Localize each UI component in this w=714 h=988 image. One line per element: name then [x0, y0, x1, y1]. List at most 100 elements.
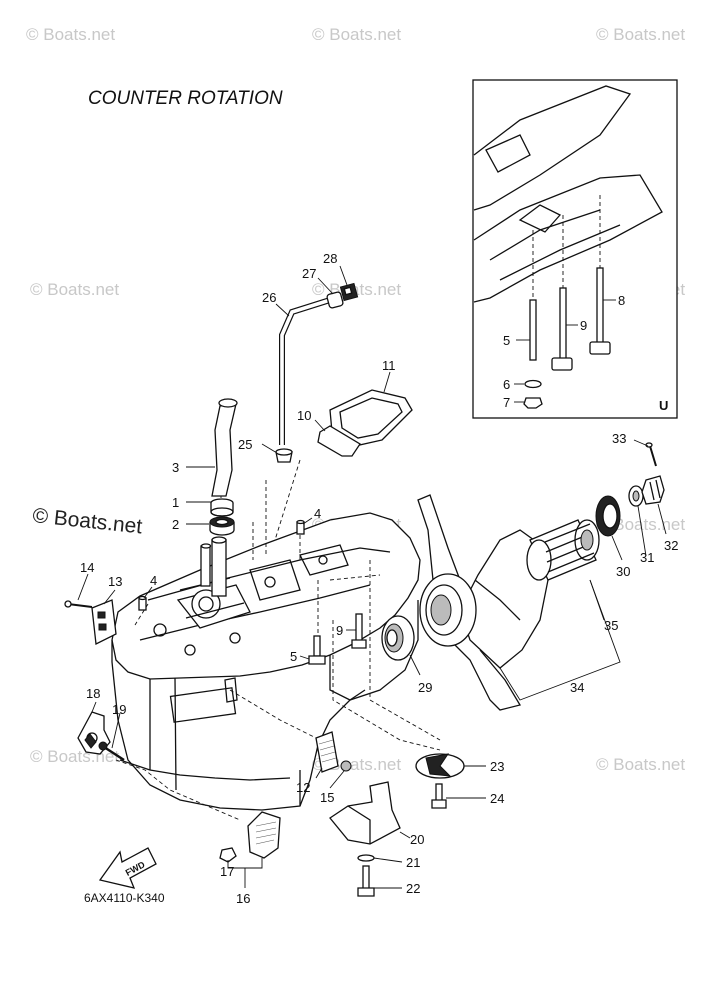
- deck-pocket-2: [299, 544, 349, 576]
- callout-17[interactable]: 17: [220, 864, 234, 879]
- part-28-cap: [339, 282, 359, 302]
- callout-11[interactable]: 11: [382, 358, 396, 373]
- callout-10[interactable]: 10: [297, 408, 311, 423]
- part-30-spacer: [595, 495, 621, 537]
- part-23-anti-cavitation-plate: [415, 753, 465, 779]
- deck-hole-3: [153, 623, 167, 637]
- callout-5[interactable]: 5: [503, 333, 510, 348]
- housing-deck: [111, 512, 421, 680]
- propeller-blade-edge: [474, 579, 521, 621]
- drive-shaft: [211, 539, 227, 597]
- inset-stud-9-head: [551, 357, 573, 371]
- inset-nut-7: [523, 397, 543, 409]
- callouts: 3 1 2 4 4 14 13 5 9 25 26 27 28 11 10 18…: [80, 251, 678, 906]
- callout-20[interactable]: 20: [410, 832, 424, 847]
- diagram-title: COUNTER ROTATION: [88, 88, 283, 109]
- callout-35[interactable]: 35: [604, 618, 618, 633]
- watermark: © Boats.net: [30, 747, 119, 766]
- guide-10: [274, 459, 301, 541]
- callout-32[interactable]: 32: [664, 538, 678, 553]
- part-29-thrust-washer: [381, 615, 415, 661]
- inset-stud-9: [559, 287, 567, 361]
- inset-marker: U: [659, 398, 668, 413]
- callout-33[interactable]: 33: [612, 431, 626, 446]
- callout-14[interactable]: 14: [80, 560, 94, 575]
- inset-frame: [472, 79, 678, 419]
- lower-unit-housing: [111, 512, 421, 811]
- guide-23: [332, 620, 441, 751]
- callout-8[interactable]: 8: [618, 293, 625, 308]
- part-3-water-tube: [211, 398, 238, 497]
- callout-18[interactable]: 18: [86, 686, 100, 701]
- guide-12: [229, 689, 321, 741]
- deck-hole-5: [229, 632, 241, 644]
- callout-28[interactable]: 28: [323, 251, 337, 266]
- callout-27[interactable]: 27: [302, 266, 316, 281]
- callout-25[interactable]: 25: [238, 437, 252, 452]
- shift-rod-top: [200, 543, 212, 549]
- inset-detail: 5 9 8 6 7 U: [472, 79, 678, 419]
- part-31-washer: [628, 485, 644, 507]
- main-watermark: © Boats.net: [31, 504, 143, 538]
- propeller-blade-lower: [449, 639, 522, 711]
- callout-12[interactable]: 12: [296, 780, 310, 795]
- callout-34[interactable]: 34: [570, 680, 584, 695]
- part-32-prop-nut: [641, 475, 665, 505]
- part-16-anode: [247, 811, 281, 859]
- shift-rod: [200, 545, 211, 587]
- housing-ridge-2: [139, 584, 371, 641]
- part-27-collar: [326, 291, 344, 309]
- callout-29[interactable]: 29: [418, 680, 432, 695]
- callout-6[interactable]: 6: [503, 377, 510, 392]
- part-5-bolt: [308, 635, 326, 665]
- forward-arrow: FWD: [98, 847, 157, 889]
- callout-21[interactable]: 21: [406, 855, 420, 870]
- callout-3[interactable]: 3: [172, 460, 179, 475]
- callout-26[interactable]: 26: [262, 290, 276, 305]
- callout-22[interactable]: 22: [406, 881, 420, 896]
- deck-hole-1: [264, 576, 276, 588]
- guide-29: [329, 574, 381, 581]
- fwd-arrow-icon: [98, 847, 157, 889]
- part-24-bolt: [431, 783, 447, 809]
- watermark: © Boats.net: [312, 25, 401, 44]
- callout-15[interactable]: 15: [320, 790, 334, 805]
- callout-9b[interactable]: 9: [336, 623, 343, 638]
- callout-13[interactable]: 13: [108, 574, 122, 589]
- callout-31[interactable]: 31: [640, 550, 654, 565]
- part-19-bolt: [98, 741, 125, 762]
- callout-24[interactable]: 24: [490, 791, 504, 806]
- part-10-plate: [317, 425, 361, 457]
- callout-19[interactable]: 19: [112, 702, 126, 717]
- part-20-anode-fin: [329, 781, 401, 845]
- callout-16[interactable]: 16: [236, 891, 250, 906]
- part-22-bolt: [357, 865, 375, 897]
- propeller-bore: [430, 594, 452, 626]
- gearcase-nose: [329, 600, 419, 701]
- callout-5b[interactable]: 5: [290, 649, 297, 664]
- deck-pocket-1: [249, 559, 301, 601]
- inset-bolt-8: [596, 267, 604, 345]
- guide-20: [369, 560, 441, 741]
- part-9-stud: [351, 613, 367, 649]
- housing-leading-edge: [149, 677, 177, 791]
- callout-4[interactable]: 4: [314, 506, 321, 521]
- callout-9[interactable]: 9: [580, 318, 587, 333]
- leader-lines: [77, 265, 667, 889]
- callout-23[interactable]: 23: [490, 759, 504, 774]
- housing-vent: [224, 677, 238, 703]
- part-26-hose: [279, 297, 331, 445]
- callout-2[interactable]: 2: [172, 517, 179, 532]
- guide-16: [115, 759, 241, 821]
- callout-30[interactable]: 30: [616, 564, 630, 579]
- inset-housing-top: [473, 85, 632, 211]
- inset-housing-bottom: [473, 174, 663, 303]
- part-2-seal: [209, 516, 235, 536]
- callout-7[interactable]: 7: [503, 395, 510, 410]
- part-4b-dowel: [138, 595, 147, 611]
- part-21-washer: [357, 854, 375, 862]
- callout-4b[interactable]: 4: [150, 573, 157, 588]
- callout-1[interactable]: 1: [172, 495, 179, 510]
- watermark: © Boats.net: [26, 25, 115, 44]
